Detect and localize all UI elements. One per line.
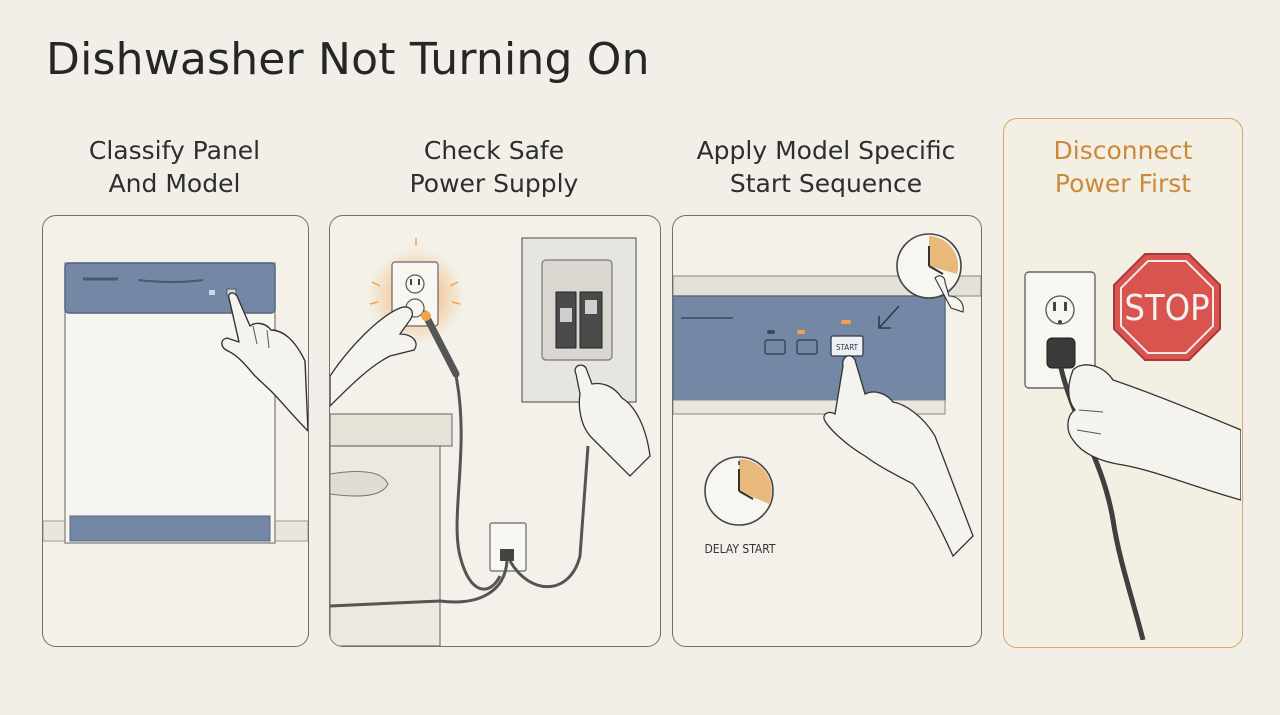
start-sequence-illustration: START DELAY START — [673, 233, 981, 558]
start-button-label: START — [836, 343, 859, 352]
step-2-line2: Power Supply — [409, 169, 579, 198]
panel-power-supply — [329, 215, 661, 647]
step-1-line2: And Model — [108, 169, 241, 198]
dishwasher-icon — [43, 262, 308, 544]
step-3-line1: Apply Model Specific — [696, 136, 956, 165]
stop-sign-label: STOP — [1124, 288, 1209, 329]
power-supply-illustration — [330, 237, 651, 646]
clock-icon — [896, 233, 962, 299]
step-4-heading: Disconnect Power First — [1003, 134, 1243, 200]
page-title: Dishwasher Not Turning On — [46, 34, 650, 85]
step-3-line2: Start Sequence — [729, 169, 923, 198]
step-1-line1: Classify Panel — [88, 136, 261, 165]
step-2-line1: Check Safe — [423, 136, 565, 165]
step-4-line2: Power First — [1054, 169, 1192, 198]
panel-classify-model — [42, 215, 309, 647]
panel-start-sequence: START DELAY START — [672, 215, 982, 647]
disconnect-illustration: STOP — [1024, 253, 1241, 640]
step-4-line1: Disconnect — [1053, 136, 1193, 165]
step-1-heading: Classify Panel And Model — [42, 134, 307, 200]
start-button[interactable]: START — [830, 335, 864, 357]
power-outlet-icon — [1024, 271, 1096, 389]
breaker-panel-icon — [521, 237, 637, 403]
stop-sign-icon: STOP — [1113, 253, 1221, 361]
pointing-hand-icon — [221, 292, 308, 432]
step-3-heading: Apply Model Specific Start Sequence — [672, 134, 980, 200]
delay-start-clock-icon — [704, 456, 774, 526]
step-2-heading: Check Safe Power Supply — [329, 134, 659, 200]
delay-start-label: DELAY START — [704, 542, 775, 556]
